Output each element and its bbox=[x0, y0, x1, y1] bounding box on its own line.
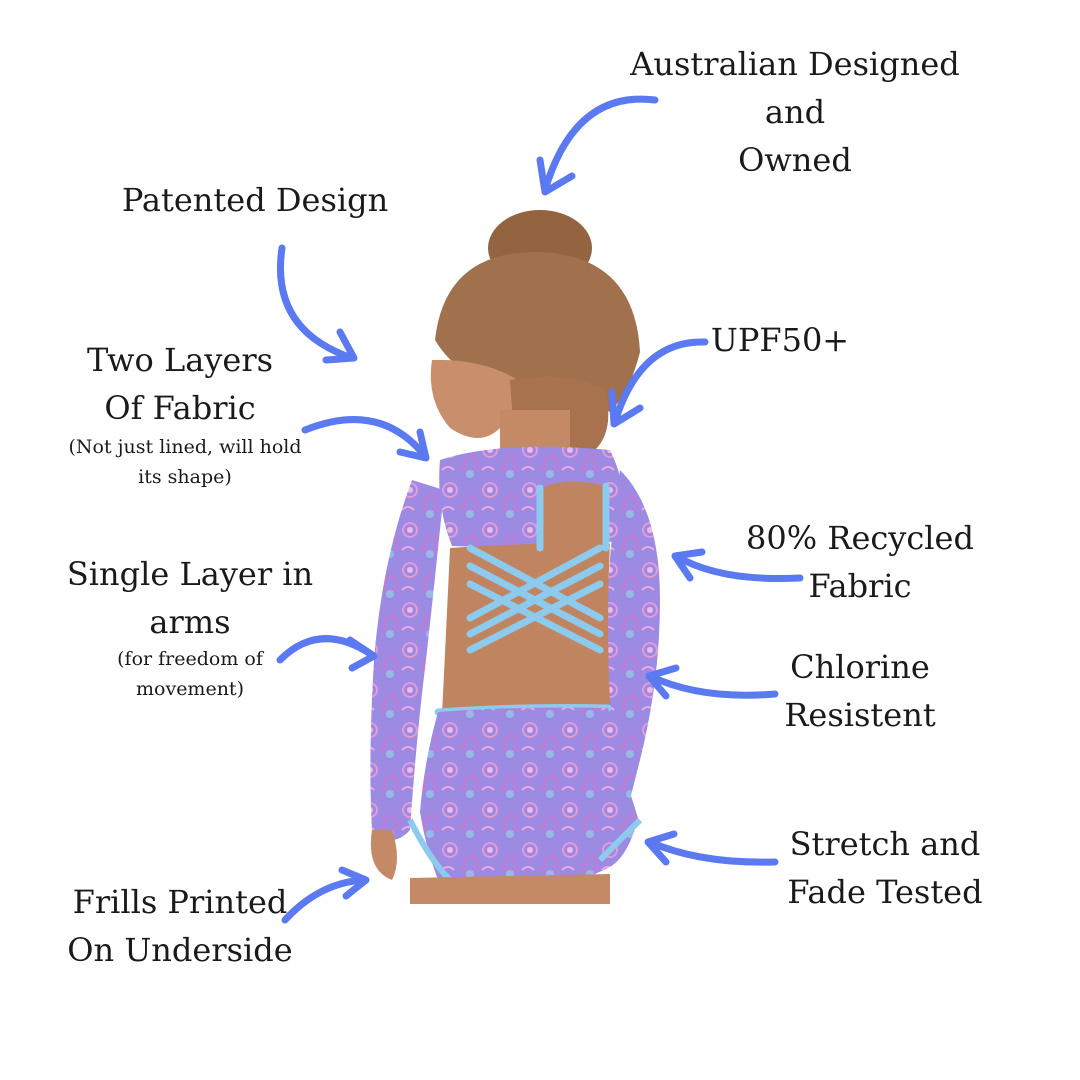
note-line: (Not just lined, will hold bbox=[68, 436, 302, 458]
label-frills-printed: Frills Printed On Underside bbox=[55, 878, 305, 974]
label-patented-design: Patented Design bbox=[110, 176, 400, 224]
label-line: UPF50+ bbox=[710, 321, 850, 359]
label-two-layers: Two Layers Of Fabric bbox=[60, 336, 300, 432]
label-line: Patented Design bbox=[121, 181, 389, 219]
arrow-patented bbox=[277, 244, 358, 364]
note-line: (for freedom of bbox=[117, 648, 263, 670]
label-line: Australian Designed bbox=[630, 45, 960, 83]
label-chlorine-resistent: Chlorine Resistent bbox=[770, 643, 950, 739]
label-line: Fabric bbox=[808, 567, 912, 605]
label-line: On Underside bbox=[67, 931, 293, 969]
arrow-chlorine bbox=[645, 664, 779, 700]
note-two-layers: (Not just lined, will hold its shape) bbox=[55, 432, 315, 492]
note-line: movement) bbox=[136, 678, 244, 700]
note-line: its shape) bbox=[138, 466, 232, 488]
label-line: Frills Printed bbox=[72, 883, 288, 921]
label-upf50: UPF50+ bbox=[705, 316, 855, 364]
arrow-upf bbox=[608, 338, 709, 428]
label-australian-designed: Australian Designed and Owned bbox=[630, 40, 960, 184]
label-recycled-fabric: 80% Recycled Fabric bbox=[740, 514, 980, 610]
arrow-frills bbox=[281, 866, 370, 924]
note-single-layer: (for freedom of movement) bbox=[90, 644, 290, 704]
label-line: 80% Recycled bbox=[746, 519, 974, 557]
label-line: Fade Tested bbox=[787, 873, 983, 911]
label-line: Stretch and bbox=[789, 825, 981, 863]
label-line: Resistent bbox=[784, 696, 936, 734]
arrow-single-layer bbox=[276, 635, 378, 672]
label-stretch-fade: Stretch and Fade Tested bbox=[770, 820, 1000, 916]
arrow-stretch bbox=[644, 830, 779, 866]
arrow-two-layers bbox=[301, 416, 430, 462]
label-line: and bbox=[764, 93, 826, 131]
label-line: Chlorine bbox=[790, 648, 930, 686]
label-line: Single Layer in bbox=[66, 555, 314, 593]
swimsuit bbox=[370, 446, 660, 904]
label-line: Two Layers bbox=[86, 341, 274, 379]
arrow-recycled bbox=[671, 548, 804, 582]
label-line: arms bbox=[149, 603, 231, 641]
label-line: Of Fabric bbox=[104, 389, 256, 427]
label-single-layer: Single Layer in arms bbox=[60, 550, 320, 646]
arrow-australian bbox=[536, 95, 659, 196]
label-line: Owned bbox=[738, 141, 852, 179]
